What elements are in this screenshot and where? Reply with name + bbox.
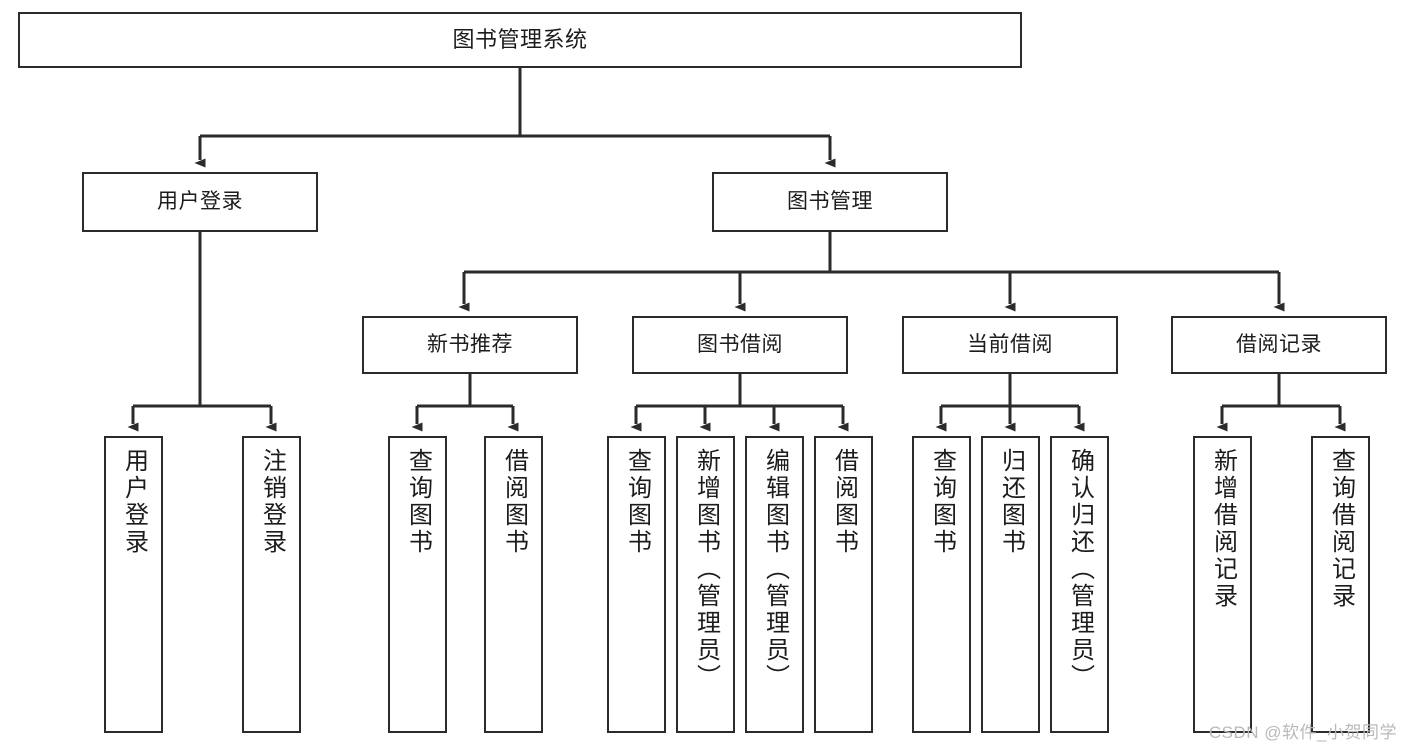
node-label: 用户登录 bbox=[120, 448, 148, 556]
node-current-borrow[interactable]: 当前借阅 bbox=[902, 316, 1118, 374]
node-label: 借阅图书 bbox=[500, 448, 528, 556]
node-leaf-confirm-return[interactable]: 确认归还（管理员） bbox=[1050, 436, 1109, 733]
node-root-system[interactable]: 图书管理系统 bbox=[18, 12, 1022, 68]
node-label: 借阅记录 bbox=[1236, 333, 1322, 357]
node-label: 借阅图书 bbox=[830, 448, 858, 556]
node-label: 注销登录 bbox=[258, 448, 286, 556]
node-leaf-add-record[interactable]: 新增借阅记录 bbox=[1193, 436, 1252, 733]
node-book-borrow[interactable]: 图书借阅 bbox=[632, 316, 848, 374]
node-leaf-borrow-book-2[interactable]: 借阅图书 bbox=[814, 436, 873, 733]
node-label: 图书管理系统 bbox=[452, 26, 588, 52]
node-leaf-edit-book[interactable]: 编辑图书（管理员） bbox=[745, 436, 804, 733]
node-user-login[interactable]: 用户登录 bbox=[82, 172, 318, 232]
node-leaf-return-book[interactable]: 归还图书 bbox=[981, 436, 1040, 733]
node-label: 查询图书 bbox=[623, 448, 651, 556]
node-label: 新增借阅记录 bbox=[1209, 448, 1237, 610]
node-leaf-query-record[interactable]: 查询借阅记录 bbox=[1311, 436, 1370, 733]
node-leaf-query-book-1[interactable]: 查询图书 bbox=[388, 436, 447, 733]
node-label: 查询图书 bbox=[404, 448, 432, 556]
node-book-management[interactable]: 图书管理 bbox=[712, 172, 948, 232]
node-label: 查询借阅记录 bbox=[1327, 448, 1355, 610]
node-leaf-borrow-book-1[interactable]: 借阅图书 bbox=[484, 436, 543, 733]
node-label: 编辑图书（管理员） bbox=[761, 448, 789, 691]
node-label: 图书借阅 bbox=[697, 333, 783, 357]
node-leaf-query-book-2[interactable]: 查询图书 bbox=[607, 436, 666, 733]
node-leaf-add-book[interactable]: 新增图书（管理员） bbox=[676, 436, 735, 733]
node-leaf-user-logout[interactable]: 注销登录 bbox=[242, 436, 301, 733]
node-label: 新增图书（管理员） bbox=[692, 448, 720, 691]
node-leaf-query-book-3[interactable]: 查询图书 bbox=[912, 436, 971, 733]
node-label: 用户登录 bbox=[157, 190, 243, 214]
node-label: 查询图书 bbox=[928, 448, 956, 556]
node-label: 图书管理 bbox=[787, 190, 873, 214]
node-borrow-record[interactable]: 借阅记录 bbox=[1171, 316, 1387, 374]
node-new-book-recommend[interactable]: 新书推荐 bbox=[362, 316, 578, 374]
node-label: 新书推荐 bbox=[427, 333, 513, 357]
node-label: 归还图书 bbox=[997, 448, 1025, 556]
node-label: 确认归还（管理员） bbox=[1066, 448, 1094, 691]
node-leaf-user-login[interactable]: 用户登录 bbox=[104, 436, 163, 733]
node-label: 当前借阅 bbox=[967, 333, 1053, 357]
